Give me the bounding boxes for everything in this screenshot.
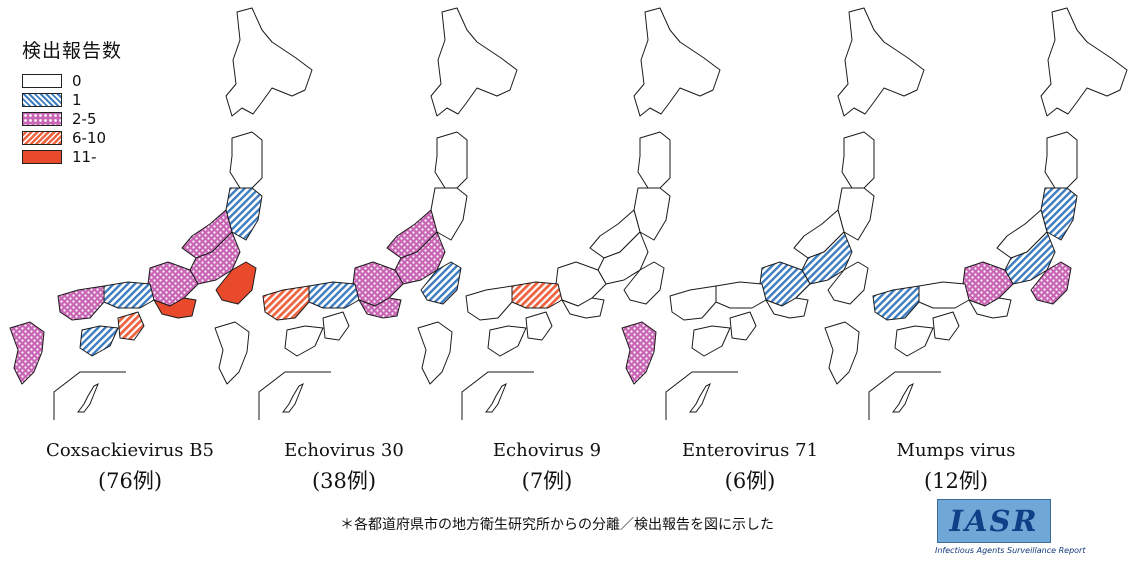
legend-label-zero: 0 <box>72 71 82 90</box>
region-tohoku-north <box>841 131 875 189</box>
region-kyushu <box>621 321 657 385</box>
region-shikoku-east <box>525 311 553 341</box>
legend-item-one: 1 <box>22 90 122 109</box>
region-kanto <box>623 261 665 305</box>
legend-title: 検出報告数 <box>22 40 123 62</box>
okinawa-inset-frame <box>868 371 941 420</box>
region-kinki-south <box>968 297 1012 319</box>
caption-mumps-virus: Mumps virus (12例) <box>846 440 1066 495</box>
region-kanto <box>420 261 462 305</box>
caption-enterovirus-71: Enterovirus 71 (6例) <box>640 440 860 495</box>
region-chugoku-west <box>465 285 513 321</box>
region-hokkaido <box>430 7 518 117</box>
caption-echovirus-30: Echovirus 30 (38例) <box>234 440 454 495</box>
okinawa-inset-frame <box>53 371 126 420</box>
region-chugoku-west <box>669 285 717 321</box>
region-chugoku-east <box>715 281 767 309</box>
legend-swatch-zero <box>22 73 62 88</box>
region-kinki-south <box>358 297 402 319</box>
legend-item-most: 11- <box>22 147 122 166</box>
region-shikoku-east <box>117 311 145 341</box>
region-shikoku-west <box>691 325 731 357</box>
legend-item-few: 2-5 <box>22 109 122 128</box>
virus-name: Echovirus 9 <box>492 440 602 461</box>
legend-label-one: 1 <box>72 90 82 109</box>
okinawa-islands <box>892 382 914 413</box>
case-count: (76例) <box>97 469 163 493</box>
caption-echovirus-9: Echovirus 9 (7例) <box>437 440 657 495</box>
virus-name: Coxsackievirus B5 <box>46 440 214 461</box>
case-count: (7例) <box>521 469 573 493</box>
legend-label-many: 6-10 <box>72 128 107 147</box>
region-chugoku-east <box>511 281 563 309</box>
region-chugoku-east <box>103 281 155 309</box>
region-tohoku-north <box>1044 131 1078 189</box>
region-kinki-south <box>153 297 197 319</box>
okinawa-islands <box>282 382 304 413</box>
region-shikoku-west <box>487 325 527 357</box>
case-count: (38例) <box>311 469 377 493</box>
region-shikoku-west <box>894 325 934 357</box>
region-kanto <box>215 261 257 305</box>
legend-item-many: 6-10 <box>22 128 122 147</box>
region-shikoku-east <box>932 311 960 341</box>
okinawa-inset-frame <box>665 371 738 420</box>
legend-item-zero: 0 <box>22 71 122 90</box>
legend-swatch-one <box>22 92 62 107</box>
legend-label-most: 11- <box>72 147 97 166</box>
legend-label-few: 2-5 <box>72 109 97 128</box>
region-shikoku-east <box>729 311 757 341</box>
region-shikoku-west <box>79 325 119 357</box>
region-kyushu <box>9 321 45 385</box>
region-kanto <box>1030 261 1072 305</box>
legend-swatch-many <box>22 130 62 145</box>
region-kanto <box>827 261 869 305</box>
region-chugoku-west <box>262 285 310 321</box>
region-kyushu <box>417 321 453 385</box>
okinawa-inset-frame <box>461 371 534 420</box>
japan-map <box>824 7 1128 420</box>
logo-text: IASR <box>949 504 1039 538</box>
japan-map <box>417 7 721 420</box>
virus-name: Mumps virus <box>896 440 1016 461</box>
okinawa-islands <box>485 382 507 413</box>
region-tohoku-north <box>229 131 263 189</box>
region-hokkaido <box>1040 7 1128 117</box>
region-kinki-south <box>561 297 605 319</box>
region-hokkaido <box>633 7 721 117</box>
legend: 検出報告数 0 1 2-5 6-10 11- <box>22 36 122 166</box>
legend-swatch-most <box>22 149 62 164</box>
footnote: ＊各都道府県市の地方衛生研究所からの分離／検出報告を図に示した <box>340 517 774 533</box>
japan-map <box>214 7 518 420</box>
iasr-logo: IASR Infectious Agents Surveillance Repo… <box>935 499 1086 555</box>
okinawa-islands <box>689 382 711 413</box>
region-shikoku-west <box>284 325 324 357</box>
region-tohoku-north <box>637 131 671 189</box>
japan-map <box>621 7 925 420</box>
logo-subtitle: Infectious Agents Surveillance Report <box>935 546 1086 555</box>
japan-map <box>9 7 313 420</box>
region-tohoku-north <box>434 131 468 189</box>
region-hokkaido <box>837 7 925 117</box>
region-shikoku-east <box>322 311 350 341</box>
virus-name: Echovirus 30 <box>284 440 404 461</box>
region-chugoku-east <box>308 281 360 309</box>
legend-swatch-few <box>22 111 62 126</box>
region-chugoku-west <box>872 285 920 321</box>
region-hokkaido <box>225 7 313 117</box>
caption-coxsackievirus-b5: Coxsackievirus B5 (76例) <box>20 440 240 495</box>
virus-name: Enterovirus 71 <box>681 440 819 461</box>
okinawa-inset-frame <box>258 371 331 420</box>
okinawa-islands <box>77 382 99 413</box>
region-kinki-south <box>765 297 809 319</box>
region-kyushu <box>824 321 860 385</box>
region-chugoku-west <box>57 285 105 321</box>
region-kyushu <box>214 321 250 385</box>
case-count: (6例) <box>724 469 776 493</box>
region-chugoku-east <box>918 281 970 309</box>
case-count: (12例) <box>923 469 989 493</box>
iasr-logo-box: IASR <box>937 499 1051 543</box>
